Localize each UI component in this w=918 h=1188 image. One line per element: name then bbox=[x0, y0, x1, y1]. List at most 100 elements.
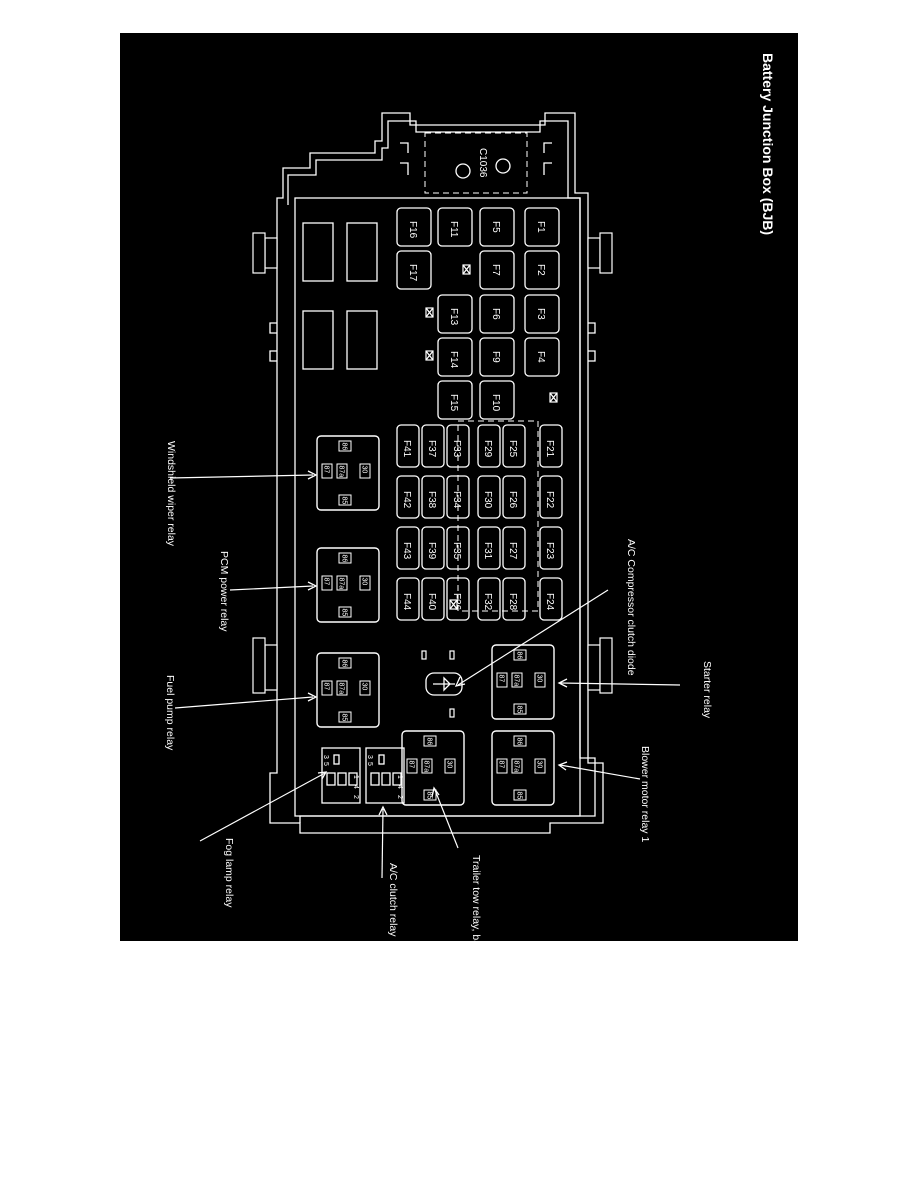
relay-pin-87: 87 bbox=[321, 463, 333, 479]
relay-pin-30: 30 bbox=[534, 672, 546, 688]
fuse-f26: F26 bbox=[502, 475, 526, 519]
relay-pin-label: 30 bbox=[361, 466, 368, 474]
relay-pin-label: 85 bbox=[341, 714, 348, 722]
relay-pin-label: 87 bbox=[323, 578, 330, 586]
fuse-label: F37 bbox=[426, 440, 437, 458]
small-relay-pin-label: 2 bbox=[396, 795, 403, 799]
relay-pin-87a: 87a bbox=[336, 463, 348, 479]
relay-pin-label: 85 bbox=[516, 792, 523, 800]
relay-pin-87: 87 bbox=[406, 758, 418, 774]
small-relay-pin-label: 1 bbox=[396, 775, 403, 779]
relay-pin-85: 85 bbox=[513, 789, 527, 801]
ac-clutch-relay bbox=[365, 747, 405, 804]
fuse-label: F5 bbox=[490, 221, 501, 233]
relay-pin-30: 30 bbox=[359, 575, 371, 591]
fuse-label: F31 bbox=[482, 542, 493, 560]
callout-arrows bbox=[169, 470, 681, 879]
fuse-f28: F28 bbox=[502, 577, 526, 621]
fuse-f43: F43 bbox=[396, 526, 420, 570]
fuse-label: F32 bbox=[482, 593, 493, 611]
label-ac-compressor-clutch-diode: A/C Compressor clutch diode bbox=[625, 539, 637, 676]
fuse-group: F1F2F3F4F5F6F7F9F10F11F13F14F15F16F17F21… bbox=[396, 207, 563, 621]
relay-pin-label: 86 bbox=[516, 738, 523, 746]
fuse-f21: F21 bbox=[539, 424, 563, 468]
fuse-label: F38 bbox=[426, 491, 437, 509]
relay-pin-label: 30 bbox=[536, 675, 543, 683]
fuse-f23: F23 bbox=[539, 526, 563, 570]
fuse-label: F41 bbox=[401, 440, 412, 458]
relay-pin-87: 87 bbox=[496, 672, 508, 688]
fuse-label: F25 bbox=[507, 440, 518, 458]
fuse-label: F40 bbox=[426, 593, 437, 611]
fuse-label: F10 bbox=[490, 394, 501, 412]
fuse-f14: F14 bbox=[437, 337, 473, 377]
fuse-f3: F3 bbox=[524, 294, 560, 334]
relay-pin-87a: 87a bbox=[421, 758, 433, 774]
relay-pin-87: 87 bbox=[321, 680, 333, 696]
fuse-f4: F4 bbox=[524, 337, 560, 377]
fuse-f16: F16 bbox=[396, 207, 432, 247]
fuse-f10: F10 bbox=[479, 380, 515, 420]
fuse-label: F1 bbox=[535, 221, 546, 233]
relay-pin-87a: 87a bbox=[336, 575, 348, 591]
small-relay-pin-label: 3 bbox=[322, 755, 329, 759]
fuse-label: F27 bbox=[507, 542, 518, 560]
fuse-label: F29 bbox=[482, 440, 493, 458]
fuse-f13: F13 bbox=[437, 294, 473, 334]
relay-pin-label: 87 bbox=[323, 683, 330, 691]
label-blower-motor-relay: Blower motor relay 1 bbox=[639, 746, 651, 842]
fuse-f32: F32 bbox=[477, 577, 501, 621]
fuse-f37: F37 bbox=[421, 424, 445, 468]
small-relay-pin-label: 4 bbox=[396, 785, 403, 789]
relay-pin-label: 87 bbox=[498, 761, 505, 769]
relay-pin-label: 85 bbox=[341, 497, 348, 505]
label-ac-clutch-relay: A/C clutch relay bbox=[387, 863, 399, 937]
fuse-label: F44 bbox=[401, 593, 412, 611]
fuse-label: F11 bbox=[448, 221, 459, 238]
label-windshield-wiper-relay: Windshield wiper relay bbox=[165, 441, 177, 547]
small-relay-pin-label: 1 bbox=[352, 775, 359, 779]
fuse-label: F9 bbox=[490, 351, 501, 363]
relay-pin-85: 85 bbox=[338, 494, 352, 506]
fuse-label: F30 bbox=[482, 491, 493, 509]
relay-pin-label: 86 bbox=[341, 660, 348, 668]
relay-pin-label: 30 bbox=[361, 683, 368, 691]
label-fog-lamp-relay: Fog lamp relay bbox=[223, 838, 235, 908]
fuse-f15: F15 bbox=[437, 380, 473, 420]
fuse-f27: F27 bbox=[502, 526, 526, 570]
relay-pin-label: 87a bbox=[423, 761, 430, 773]
empty-cavities bbox=[302, 222, 378, 370]
relay-pin-87a: 87a bbox=[511, 672, 523, 688]
fuse-label: F4 bbox=[535, 351, 546, 363]
fuse-label: F33 bbox=[451, 440, 462, 458]
blank-fuse-marker bbox=[425, 307, 434, 318]
fuse-f11: F11 bbox=[437, 207, 473, 247]
relay-pin-30: 30 bbox=[359, 463, 371, 479]
small-relay-pin-label: 2 bbox=[352, 795, 359, 799]
relay-pin-30: 30 bbox=[444, 758, 456, 774]
bjb-diagram: Battery Junction Box (BJB) C1036 F1F2F3F… bbox=[164, 53, 776, 1002]
relay-pin-86: 86 bbox=[338, 552, 352, 564]
fuse-f24: F24 bbox=[539, 577, 563, 621]
fuse-label: F3 bbox=[535, 308, 546, 320]
fuse-label: F13 bbox=[448, 308, 459, 326]
fuse-f25: F25 bbox=[502, 424, 526, 468]
fuse-label: F22 bbox=[544, 491, 555, 509]
fuse-label: F15 bbox=[448, 394, 459, 412]
blank-fuse-marker bbox=[462, 264, 471, 275]
relay-pin-86: 86 bbox=[338, 657, 352, 669]
fuse-label: F17 bbox=[407, 264, 418, 282]
blank-fuse-marker bbox=[549, 392, 558, 403]
fuse-f29: F29 bbox=[477, 424, 501, 468]
fuse-label: F28 bbox=[507, 593, 518, 611]
relay-pin-85: 85 bbox=[338, 606, 352, 618]
relay-pin-86: 86 bbox=[423, 735, 437, 747]
relay-pin-label: 30 bbox=[361, 578, 368, 586]
fuse-label: F43 bbox=[401, 542, 412, 560]
fuse-f39: F39 bbox=[421, 526, 445, 570]
relay-pin-label: 87a bbox=[338, 466, 345, 478]
